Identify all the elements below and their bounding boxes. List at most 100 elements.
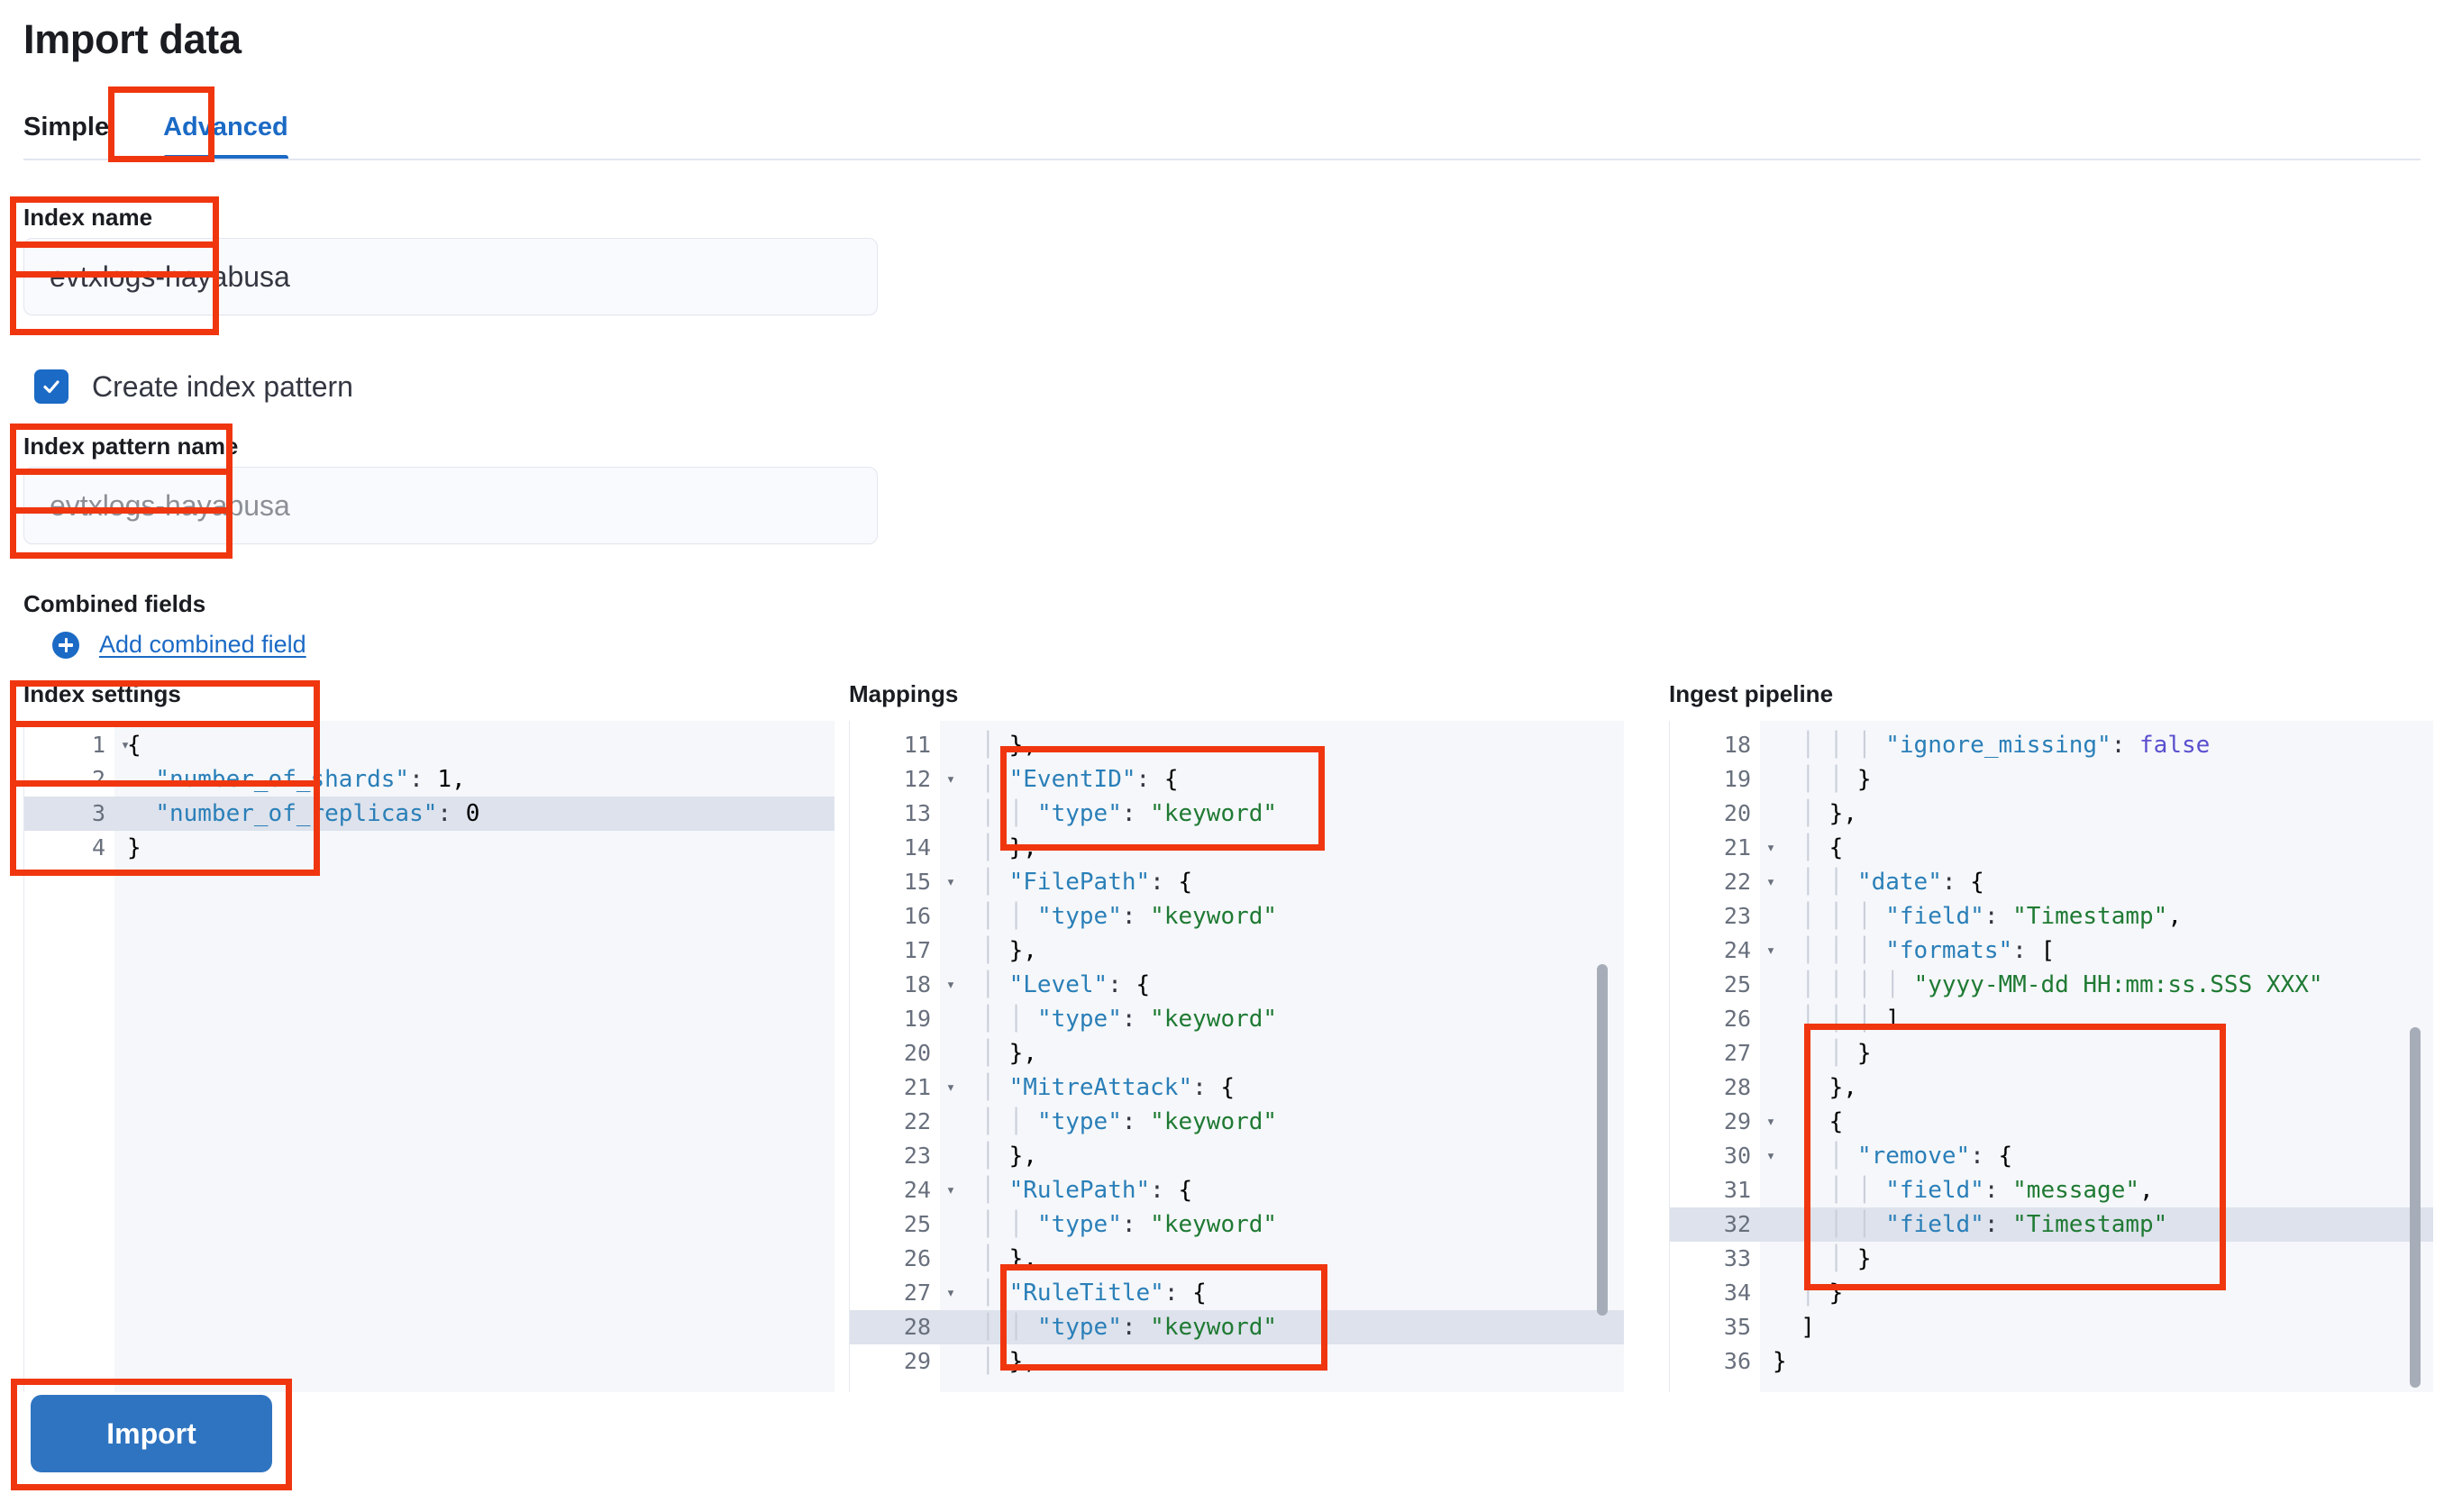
line-number: 30▾ <box>1670 1139 1775 1173</box>
code-line[interactable]: │ │ "type": "keyword" <box>980 1006 1278 1033</box>
line-number: 25 <box>903 1211 931 1237</box>
code-line[interactable]: │ "Level": { <box>980 971 1151 998</box>
code-line[interactable]: │ }, <box>980 937 1037 964</box>
code-line[interactable]: { <box>127 732 141 759</box>
code-line[interactable]: │ │ "remove": { <box>1801 1143 2013 1170</box>
code-line[interactable]: │ │ "type": "keyword" <box>980 1108 1278 1135</box>
fold-arrow-icon[interactable]: ▾ <box>945 976 956 994</box>
fold-arrow-icon[interactable]: ▾ <box>1765 1113 1776 1131</box>
tab-advanced[interactable]: Advanced <box>163 114 288 160</box>
index-name-label: Index name <box>23 204 153 231</box>
checkbox-checked-icon[interactable] <box>34 369 68 404</box>
mappings-scrollbar[interactable] <box>1597 964 1608 1316</box>
line-number: 16 <box>903 903 931 929</box>
code-line[interactable]: │ │ │ ] <box>1801 1006 1900 1033</box>
code-line[interactable]: │ }, <box>1801 800 1857 827</box>
code-line[interactable]: │ │ "type": "keyword" <box>980 1211 1278 1238</box>
line-number: 34 <box>1723 1280 1751 1306</box>
index-settings-title: Index settings <box>23 680 181 707</box>
code-line[interactable]: │ }, <box>980 1245 1037 1272</box>
line-number: 21▾ <box>1670 831 1775 865</box>
code-line[interactable]: │ │ │ "ignore_missing": false <box>1801 732 2211 759</box>
fold-arrow-icon[interactable]: ▾ <box>945 1181 956 1199</box>
line-number: 18▾ <box>850 968 955 1002</box>
line-number: 26 <box>903 1245 931 1271</box>
code-line[interactable]: │ "RuleTitle": { <box>980 1280 1207 1307</box>
code-line[interactable]: │ }, <box>980 834 1037 861</box>
ingest-pipeline-code[interactable]: │ │ │ "ignore_missing": false │ │ } │ },… <box>1760 721 2433 1392</box>
code-line[interactable]: │ │ │ "field": "Timestamp" <box>1760 1207 2433 1242</box>
fold-arrow-icon[interactable]: ▾ <box>945 1284 956 1302</box>
code-line[interactable]: ] <box>1773 1314 1815 1341</box>
index-name-input[interactable]: evtxlogs-hayabusa <box>23 238 878 315</box>
code-line[interactable]: │ "RulePath": { <box>980 1177 1193 1204</box>
code-line[interactable]: │ │ │ "field": "Timestamp", <box>1801 903 2182 930</box>
code-line[interactable]: │ │ "type": "keyword" <box>980 800 1278 827</box>
tab-divider <box>23 159 2421 160</box>
page-title: Import data <box>23 16 242 62</box>
line-number: 21▾ <box>850 1070 955 1105</box>
create-index-pattern-row[interactable]: Create index pattern <box>34 369 353 404</box>
fold-arrow-icon[interactable]: ▾ <box>945 770 956 788</box>
line-number: 19 <box>903 1006 931 1032</box>
code-line[interactable]: │ "FilePath": { <box>980 869 1193 896</box>
code-line[interactable]: │ }, <box>980 732 1037 759</box>
code-line[interactable]: │ │ "type": "keyword" <box>980 903 1278 930</box>
code-line[interactable]: } <box>1773 1348 1787 1375</box>
line-number: 24▾ <box>850 1173 955 1207</box>
line-number: 2 <box>91 766 105 792</box>
code-line[interactable]: │ { <box>1801 834 1844 861</box>
code-line[interactable]: │ { <box>1801 1108 1844 1135</box>
code-line[interactable]: │ }, <box>1801 1074 1857 1101</box>
index-settings-code[interactable]: { "number_of_shards": 1, "number_of_repl… <box>114 721 834 1392</box>
code-line[interactable]: │ │ } <box>1801 1245 1872 1272</box>
line-number: 18 <box>1723 732 1751 758</box>
code-line[interactable]: "number_of_replicas": 0 <box>114 797 834 831</box>
line-number: 14 <box>903 834 931 861</box>
line-number: 29 <box>903 1348 931 1374</box>
code-line[interactable]: │ │ │ "formats": [ <box>1801 937 2056 964</box>
mappings-code[interactable]: │ }, │ "EventID": { │ │ "type": "keyword… <box>940 721 1624 1392</box>
fold-arrow-icon[interactable]: ▾ <box>945 873 956 891</box>
ingest-pipeline-scrollbar[interactable] <box>2410 1027 2421 1388</box>
code-line[interactable]: │ "EventID": { <box>980 766 1179 793</box>
code-line[interactable]: │ │ "date": { <box>1801 869 1984 896</box>
line-number: 19 <box>1723 766 1751 792</box>
tab-simple[interactable]: Simple <box>23 113 110 141</box>
fold-arrow-icon[interactable]: ▾ <box>1765 1147 1776 1165</box>
code-line[interactable]: │ │ } <box>1801 1040 1872 1067</box>
code-line[interactable]: } <box>127 834 141 861</box>
code-line[interactable]: │ │ │ "field": "message", <box>1801 1177 2154 1204</box>
code-line[interactable]: │ } <box>1801 1280 1844 1307</box>
line-number: 24▾ <box>1670 934 1775 968</box>
code-line[interactable]: │ "MitreAttack": { <box>980 1074 1236 1101</box>
code-line[interactable]: │ │ "type": "keyword" <box>940 1310 1624 1344</box>
import-button[interactable]: Import <box>31 1395 272 1472</box>
code-line[interactable]: │ }, <box>980 1143 1037 1170</box>
fold-arrow-icon[interactable]: ▾ <box>1765 873 1776 891</box>
code-line[interactable]: │ }, <box>980 1348 1037 1375</box>
code-line[interactable]: │ │ │ │ "yyyy-MM-dd HH:mm:ss.SSS XXX" <box>1801 971 2323 998</box>
fold-arrow-icon[interactable]: ▾ <box>120 736 131 754</box>
line-number: 11 <box>903 732 931 758</box>
plus-circle-icon <box>52 631 79 659</box>
fold-arrow-icon[interactable]: ▾ <box>1765 942 1776 960</box>
mappings-title: Mappings <box>849 680 959 707</box>
fold-arrow-icon[interactable]: ▾ <box>1765 839 1776 857</box>
line-number: 28 <box>850 1310 940 1344</box>
fold-arrow-icon[interactable]: ▾ <box>945 1079 956 1097</box>
line-number: 25 <box>1723 971 1751 997</box>
line-number: 28 <box>1723 1074 1751 1100</box>
code-line[interactable]: "number_of_shards": 1, <box>155 766 466 793</box>
add-combined-field-button[interactable]: Add combined field <box>52 631 306 659</box>
index-pattern-name-input[interactable]: evtxlogs-hayabusa <box>23 467 878 544</box>
code-line[interactable]: │ }, <box>980 1040 1037 1067</box>
code-line[interactable]: │ │ } <box>1801 766 1872 793</box>
